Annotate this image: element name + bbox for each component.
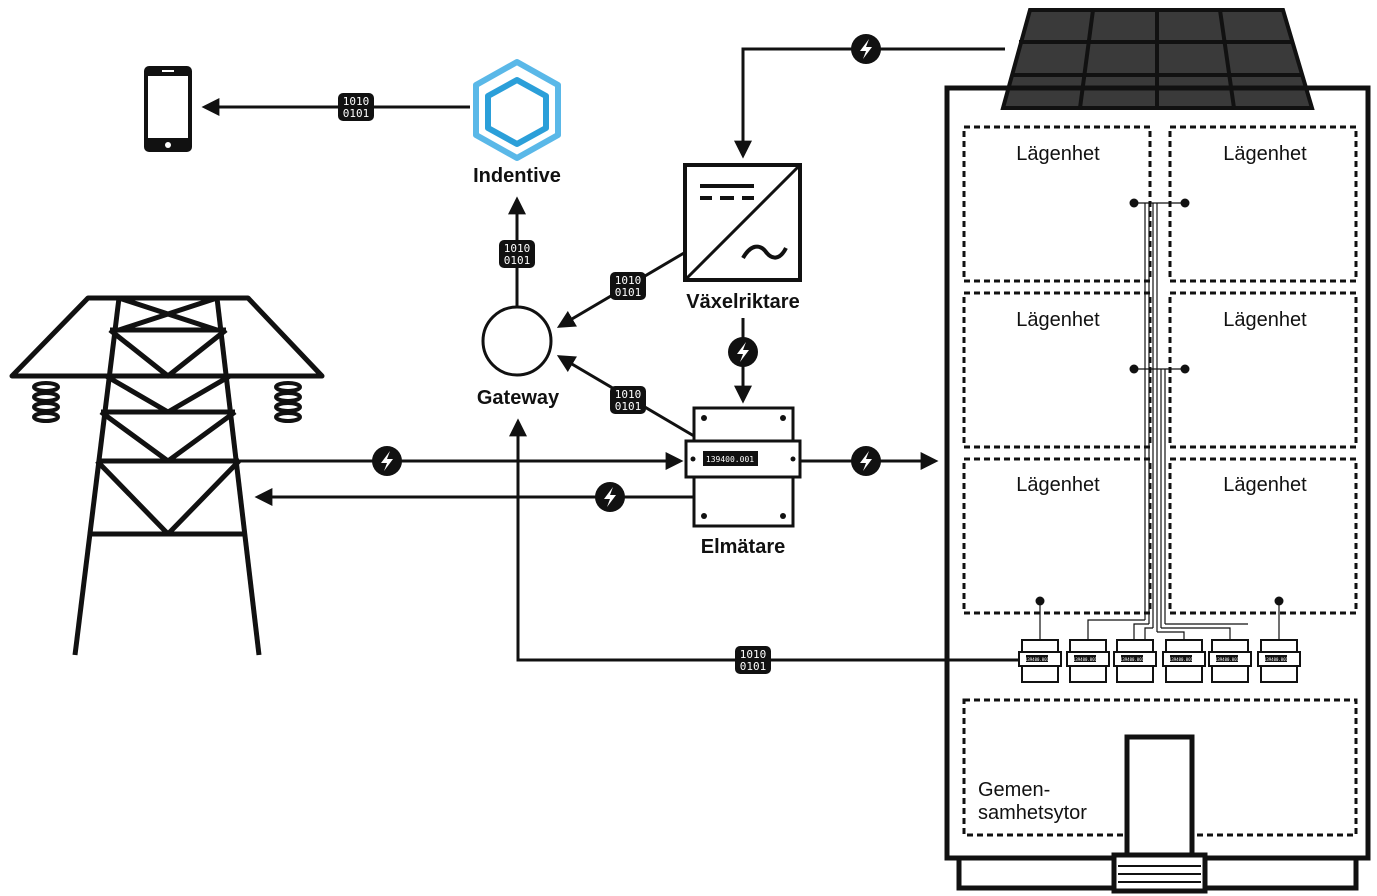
indentive-logo-icon (473, 59, 561, 161)
sub-meter-icon: 139400.001 (1018, 639, 1062, 683)
data-badge-line2: 0101 (504, 254, 531, 267)
inverter-label: Växelriktare (686, 291, 799, 313)
data-badge-line2: 0101 (615, 400, 642, 413)
power-link-solar (734, 47, 1005, 159)
electricity-meter-icon: 139400.001 (684, 406, 802, 528)
sub-meter-icon: 139400.001 (1066, 639, 1110, 683)
data-badge-line1: 1010 (343, 95, 370, 108)
lightning-icon (372, 446, 402, 476)
data-badge-line1: 1010 (615, 274, 642, 287)
sub-meter-reading: 139400.001 (1073, 657, 1098, 662)
solar-panel-icon (1000, 8, 1315, 110)
gateway-label: Gateway (477, 387, 560, 409)
sub-meter-reading: 139400.001 (1264, 657, 1289, 662)
power-tower-icon (9, 295, 325, 656)
sub-meter-reading: 139400.001 (1215, 657, 1240, 662)
common-area-label-1: Gemen- (978, 779, 1050, 801)
common-area-label-2: samhetsytor (978, 802, 1087, 824)
apartment-label: Lägenhet (1223, 309, 1307, 331)
data-badge-line1: 1010 (740, 648, 767, 661)
gateway-node (481, 305, 553, 377)
sub-meter-reading: 139400.001 (1025, 657, 1050, 662)
sub-meter-icon: 139400.001 (1113, 639, 1157, 683)
lightning-icon-group (372, 34, 881, 512)
lightning-icon (728, 337, 758, 367)
sub-meter-icon: 139400.001 (1208, 639, 1252, 683)
apartment-label: Lägenhet (1223, 474, 1307, 496)
data-badge-line2: 0101 (615, 286, 642, 299)
data-badge-line2: 0101 (343, 107, 370, 120)
lightning-icon (851, 34, 881, 64)
apartment-label: Lägenhet (1016, 309, 1100, 331)
meter-reading: 139400.001 (706, 455, 754, 464)
sub-meter-reading: 139400.001 (1169, 657, 1194, 662)
door-icon (1111, 734, 1208, 894)
lightning-icon (851, 446, 881, 476)
data-badge-line1: 1010 (615, 388, 642, 401)
sub-meter-reading: 139400.001 (1120, 657, 1145, 662)
data-link-submeters (509, 418, 1020, 662)
apartment-label: Lägenhet (1016, 143, 1100, 165)
lightning-icon (595, 482, 625, 512)
data-badge-line1: 1010 (504, 242, 531, 255)
apartment-label: Lägenhet (1016, 474, 1100, 496)
apartment-label: Lägenhet (1223, 143, 1307, 165)
inverter-icon (683, 163, 802, 282)
sub-meter-icon: 139400.001 (1162, 639, 1206, 683)
phone-icon (144, 66, 192, 152)
sub-meter-icon: 139400.001 (1257, 639, 1301, 683)
sub-meter-row: 139400.001 139400.001 139400.001 139400.001… (1018, 639, 1301, 683)
meter-label: Elmätare (701, 536, 786, 558)
indentive-label: Indentive (473, 165, 561, 187)
data-badge-line2: 0101 (740, 660, 767, 673)
